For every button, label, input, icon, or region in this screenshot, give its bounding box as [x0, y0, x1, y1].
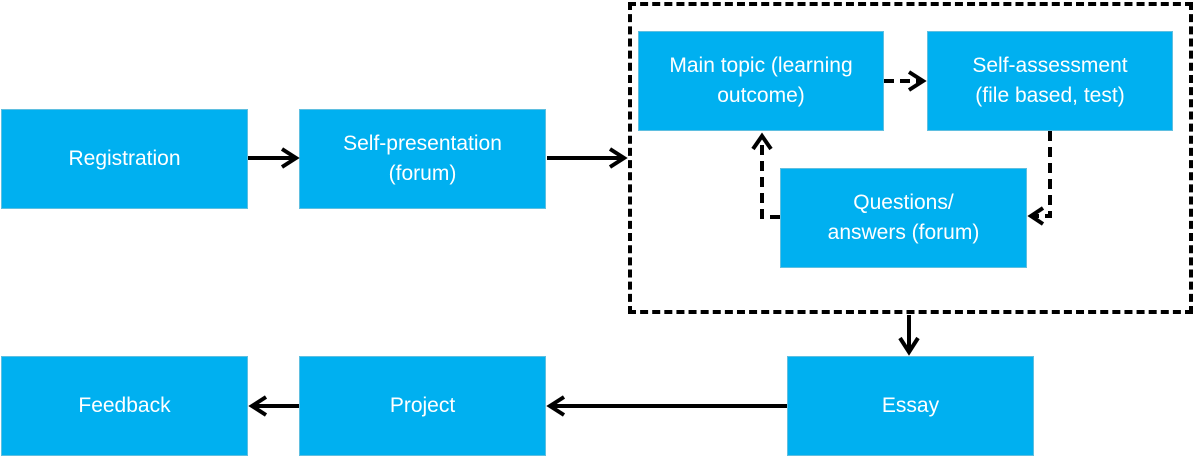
- feedback-box: Feedback: [1, 356, 248, 456]
- self-presentation-box: Self-presentation (forum): [299, 109, 546, 209]
- module-group-frame: [628, 2, 1193, 314]
- self-assessment-box: Self-assessment (file based, test): [927, 31, 1173, 131]
- feedback-label: Feedback: [78, 393, 171, 417]
- registration-label: Registration: [68, 146, 181, 170]
- questions-answers-box: Questions/ answers (forum): [780, 168, 1027, 268]
- registration-box: Registration: [1, 109, 248, 209]
- arrow-main-topic-to-self-assessment: [884, 70, 927, 92]
- self-presentation-label: Self-presentation (forum): [343, 131, 502, 185]
- arrow-group-to-essay: [898, 315, 920, 356]
- project-label: Project: [389, 393, 456, 417]
- project-box: Project: [299, 356, 546, 456]
- questions-answers-label: Questions/ answers (forum): [827, 190, 980, 244]
- self-assessment-label: Self-assessment (file based, test): [972, 53, 1128, 107]
- arrow-self-assessment-to-questions: [1027, 131, 1052, 226]
- arrow-self-presentation-to-group: [547, 147, 628, 169]
- essay-label: Essay: [881, 393, 940, 417]
- essay-box: Essay: [787, 356, 1034, 456]
- main-topic-box: Main topic (learning outcome): [638, 31, 884, 131]
- arrow-project-to-feedback: [248, 395, 299, 417]
- arrow-questions-to-main-topic: [751, 132, 780, 219]
- arrow-essay-to-project: [546, 395, 787, 417]
- main-topic-label: Main topic (learning outcome): [669, 53, 853, 107]
- arrow-registration-to-self-presentation: [248, 147, 300, 169]
